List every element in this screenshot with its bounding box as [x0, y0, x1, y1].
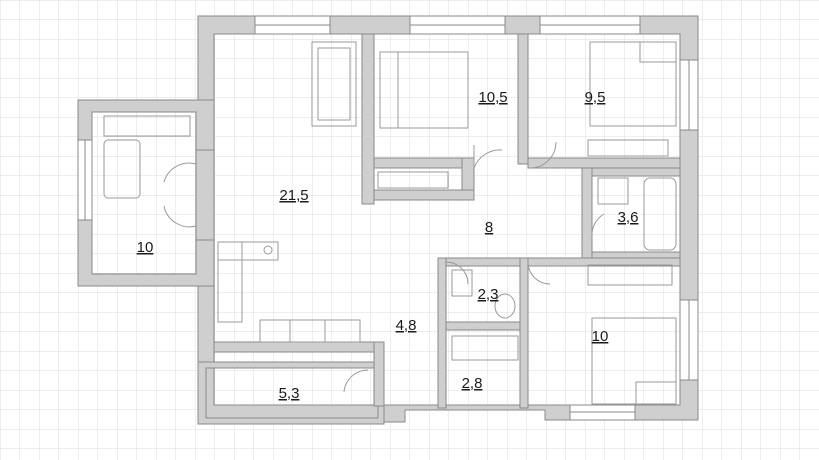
- area-labels: 21,5 10,5 9,5 8 3,6 10 2,3 4,8 10 2,8 5,…: [137, 89, 639, 402]
- area-label-loggia: 10: [137, 239, 154, 256]
- interior-walls: [195, 33, 681, 409]
- area-label-bedroom-1: 10,5: [478, 89, 507, 106]
- area-label-balcony: 5,3: [279, 385, 300, 402]
- area-label-storage: 2,8: [462, 375, 483, 392]
- area-label-bedroom-2: 9,5: [585, 89, 606, 106]
- windows: [77, 15, 699, 421]
- area-label-toilet: 2,3: [478, 286, 499, 303]
- furniture: [103, 41, 677, 405]
- area-label-bedroom-3: 10: [592, 328, 609, 345]
- doors: [163, 141, 605, 393]
- area-label-hallway: 8: [485, 219, 493, 236]
- area-label-entry-hall: 4,8: [396, 317, 417, 334]
- area-label-bathroom: 3,6: [618, 209, 639, 226]
- area-label-living-room: 21,5: [279, 187, 308, 204]
